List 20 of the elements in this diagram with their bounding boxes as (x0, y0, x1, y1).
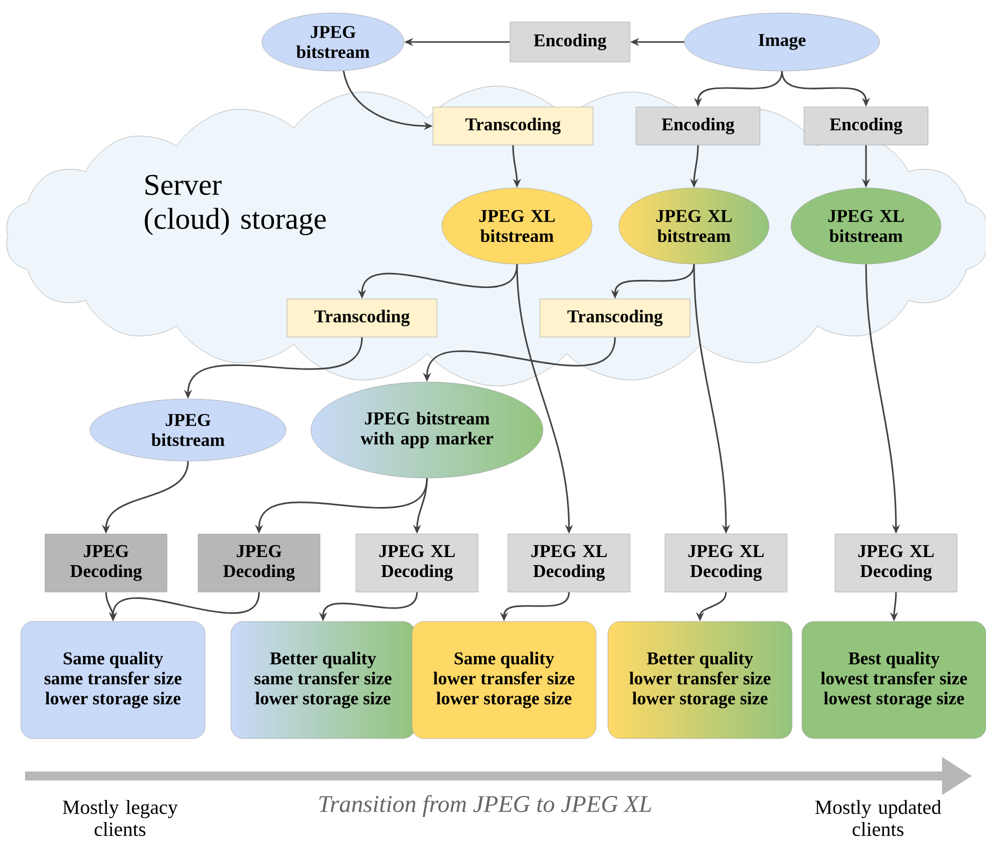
process-box: Encoding (510, 22, 630, 62)
process-box: Transcoding (540, 298, 690, 338)
process-box: Encoding (636, 106, 760, 146)
process-box: Transcoding (432, 106, 594, 146)
result-box: Best quality lowest transfer size lowest storage size (802, 621, 986, 739)
result-box: Better quality lower transfer size lower storage size (608, 621, 792, 739)
process-box: JPEG XL Decoding (356, 534, 478, 592)
process-box: JPEG Decoding (198, 534, 320, 592)
result-box: Better quality same transfer size lower storage size (230, 621, 416, 739)
process-box: JPEG Decoding (44, 534, 168, 592)
process-box: JPEG XL Decoding (508, 534, 630, 592)
process-box: Encoding (804, 106, 928, 146)
result-box: Same quality same transfer size lower storage size (20, 621, 206, 739)
caption-text: Mostly updated clients (815, 800, 942, 836)
process-box: JPEG XL Decoding (664, 534, 788, 592)
transition-text: Transition from JPEG to JPEG XL (319, 795, 652, 818)
process-box: Transcoding (286, 298, 438, 338)
process-box: JPEG XL Decoding (834, 534, 958, 592)
result-box: Same quality lower transfer size lower storage size (412, 621, 596, 739)
caption-text: Mostly legacy clients (62, 800, 178, 836)
